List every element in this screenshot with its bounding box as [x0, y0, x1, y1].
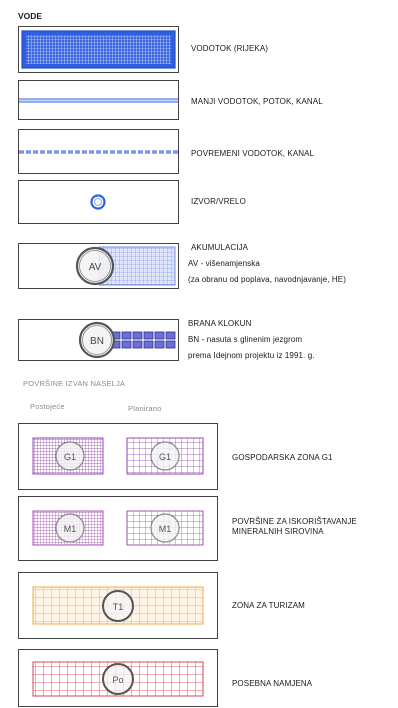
zone-g1-existing-symbol: G1 — [64, 452, 76, 462]
zone-t1-symbol: T1 — [113, 602, 124, 612]
legend-detail-dam-1: BN - nasuta s glinenim jezgrom — [188, 335, 303, 344]
legend-symbol-zone-t1: T1 — [18, 572, 218, 639]
legend-label-minor-stream: MANJI VODOTOK, POTOK, KANAL — [191, 97, 323, 106]
legend-symbol-zone-po: Po — [18, 649, 218, 707]
zone-m1-existing-symbol: M1 — [64, 524, 77, 534]
zone-po-symbol: Po — [112, 675, 123, 685]
legend-label-zone-t1: ZONA ZA TURIZAM — [232, 601, 305, 610]
legend-symbol-zone-m1: M1 M1 — [18, 496, 218, 561]
legend-symbol-reservoir: AV — [18, 243, 179, 289]
legend-label-intermittent-stream: POVREMENI VODOTOK, KANAL — [191, 149, 315, 158]
legend-symbol-dam: BN — [18, 319, 179, 361]
legend-label-reservoir: AKUMULACIJA — [191, 243, 249, 252]
legend-label-zone-po: POSEBNA NAMJENA — [232, 679, 313, 688]
column-header-existing: Postojeće — [30, 402, 65, 411]
legend-label-spring: IZVOR/VRELO — [191, 197, 246, 206]
legend-symbol-minor-stream — [18, 80, 179, 120]
legend-label-river: VODOTOK (RIJEKA) — [191, 44, 269, 53]
section-header-vode: VODE — [18, 11, 43, 21]
zones-header: POVRŠINE IZVAN NASELJA — [23, 379, 126, 388]
legend-label-zone-g1: GOSPODARSKA ZONA G1 — [232, 453, 333, 462]
reservoir-symbol-label: AV — [89, 262, 102, 273]
legend-detail-dam-2: prema Idejnom projektu iz 1991. g. — [188, 351, 315, 360]
legend-detail-reservoir-2: (za obranu od poplava, navodnjavanje, HE… — [188, 275, 346, 284]
legend-symbol-zone-g1: G1 G1 — [18, 423, 218, 490]
legend-label-dam: BRANA KLOKUN — [188, 319, 252, 328]
legend-symbol-intermittent-stream — [18, 129, 179, 174]
legend-label-zone-m1-line1: POVRŠINE ZA ISKORIŠTAVANJE — [232, 517, 357, 526]
legend-symbol-river — [18, 26, 179, 73]
zone-m1-planned-symbol: M1 — [159, 524, 172, 534]
legend-label-zone-m1-line2: MINERALNIH SIROVINA — [232, 527, 324, 536]
legend-detail-reservoir-1: AV - višenamjenska — [188, 259, 260, 268]
dam-symbol-label: BN — [90, 336, 104, 347]
column-header-planned: Planirano — [128, 404, 162, 413]
legend-symbol-spring — [18, 180, 179, 224]
zone-g1-planned-symbol: G1 — [159, 452, 171, 462]
